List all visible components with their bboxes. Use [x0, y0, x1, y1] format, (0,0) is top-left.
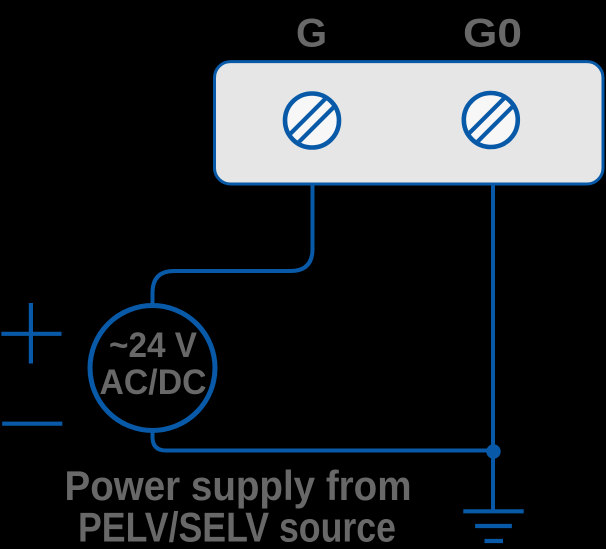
svg-text:G0: G0: [463, 12, 522, 56]
svg-text:G: G: [296, 12, 327, 56]
svg-text:AC/DC: AC/DC: [100, 363, 207, 402]
svg-text:PELV/SELV source: PELV/SELV source: [78, 504, 396, 549]
svg-text:Power supply from: Power supply from: [65, 462, 412, 509]
svg-text:~24 V: ~24 V: [109, 326, 198, 365]
